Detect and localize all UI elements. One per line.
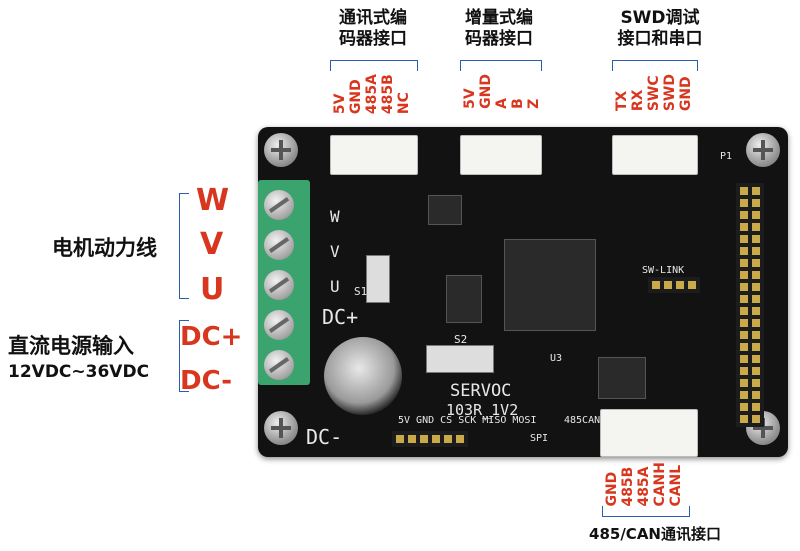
- pin-label: RX: [630, 89, 646, 112]
- pin-label: A: [494, 98, 510, 109]
- silk-w: W: [330, 207, 340, 226]
- can-485-connector: [600, 409, 698, 457]
- pin-header-p1: [736, 183, 764, 427]
- swd-serial-header: SWD调试 接口和串口: [617, 8, 703, 49]
- button-s2[interactable]: [426, 345, 494, 373]
- pin-label: CANH: [652, 462, 668, 507]
- terminal-screw-w[interactable]: [264, 190, 294, 220]
- silk-s2: S2: [454, 333, 468, 346]
- pin-label: 485B: [620, 466, 636, 507]
- pin-label: CANL: [668, 464, 684, 507]
- voltage-label: 12VDC~36VDC: [8, 362, 150, 382]
- can-pin-labels: GND 485B 485A CANH CANL: [604, 462, 684, 507]
- pin-label: GND: [348, 79, 364, 115]
- terminal-screw-dc-plus[interactable]: [264, 310, 294, 340]
- silk-model: 103R_1V2: [446, 401, 519, 419]
- motor-bracket: [179, 193, 189, 299]
- pin-label: GND: [678, 76, 694, 112]
- button-s1[interactable]: [366, 255, 390, 303]
- phase-u-label: U: [200, 272, 225, 307]
- silk-dc-plus: DC+: [322, 305, 359, 329]
- inc-pin-labels: 5V GND A B Z: [462, 74, 542, 109]
- pin-label: 5V: [332, 93, 348, 115]
- dc-minus-label: DC-: [180, 366, 233, 396]
- swd-pin-labels: TX RX SWC SWD GND: [614, 74, 694, 112]
- pin-label: NC: [396, 92, 412, 115]
- pin-label: 485A: [636, 466, 652, 507]
- comm-encoder-header: 通讯式编 码器接口: [339, 8, 407, 49]
- pin-label: SWD: [662, 74, 678, 112]
- swd-connector: [612, 135, 698, 175]
- pin-label: B: [510, 98, 526, 109]
- pin-label: GND: [604, 471, 620, 507]
- mcu-chip: [504, 239, 596, 331]
- sw-link-header: [648, 277, 700, 293]
- pin-label: 485A: [364, 74, 380, 115]
- small-chip: [428, 195, 462, 225]
- can-bracket: [602, 506, 690, 517]
- spi-header: [392, 431, 468, 447]
- mount-screw: [264, 133, 298, 167]
- silk-spi-pins: 5V GND CS SCK MISO MOSI: [398, 415, 537, 426]
- comm-bracket: [330, 60, 418, 71]
- phase-v-label: V: [200, 227, 224, 262]
- terminal-screw-u[interactable]: [264, 270, 294, 300]
- pin-label: SWC: [646, 75, 662, 112]
- incremental-encoder-header: 增量式编 码器接口: [465, 8, 533, 49]
- silk-p1: P1: [720, 151, 733, 162]
- pin-label: 5V: [462, 88, 478, 109]
- motor-power-label: 电机动力线: [52, 236, 157, 260]
- terminal-screw-v[interactable]: [264, 230, 294, 260]
- terminal-block: [258, 180, 310, 385]
- inc-bracket: [460, 60, 542, 71]
- pin-label: GND: [478, 74, 494, 109]
- terminal-screw-dc-minus[interactable]: [264, 350, 294, 380]
- swd-bracket: [612, 60, 698, 71]
- transceiver-chip: [598, 357, 646, 399]
- silk-s1: S1: [354, 285, 368, 298]
- silk-u3: U3: [550, 353, 563, 364]
- electrolytic-capacitor: [324, 337, 402, 415]
- mount-screw: [264, 411, 298, 445]
- silk-spi: SPI: [530, 433, 549, 444]
- silk-dc-minus: DC-: [306, 425, 343, 449]
- silk-v: V: [330, 242, 340, 261]
- pin-label: TX: [614, 90, 630, 112]
- dc-plus-label: DC+: [180, 322, 243, 352]
- pin-label: Z: [526, 98, 542, 109]
- mount-screw: [746, 133, 780, 167]
- silk-sw-link: SW-LINK: [642, 265, 685, 276]
- comm-encoder-connector: [330, 135, 418, 175]
- comm-pin-labels: 5V GND 485A 485B NC: [332, 74, 412, 115]
- dc-input-label: 直流电源输入: [8, 334, 134, 358]
- inc-encoder-connector: [460, 135, 542, 175]
- pin-label: 485B: [380, 74, 396, 115]
- silk-servoc: SERVOC: [450, 381, 512, 401]
- pcb-board: W V U DC+ DC- S1 S2 SERVOC 103R_1V2 5V G…: [258, 127, 788, 457]
- silk-485can: 485CAN: [564, 415, 601, 426]
- driver-chip: [446, 275, 482, 323]
- power-bracket: [179, 320, 189, 392]
- can-485-header: 485/CAN通讯接口: [589, 525, 721, 543]
- phase-w-label: W: [196, 183, 230, 218]
- silk-u: U: [330, 277, 340, 296]
